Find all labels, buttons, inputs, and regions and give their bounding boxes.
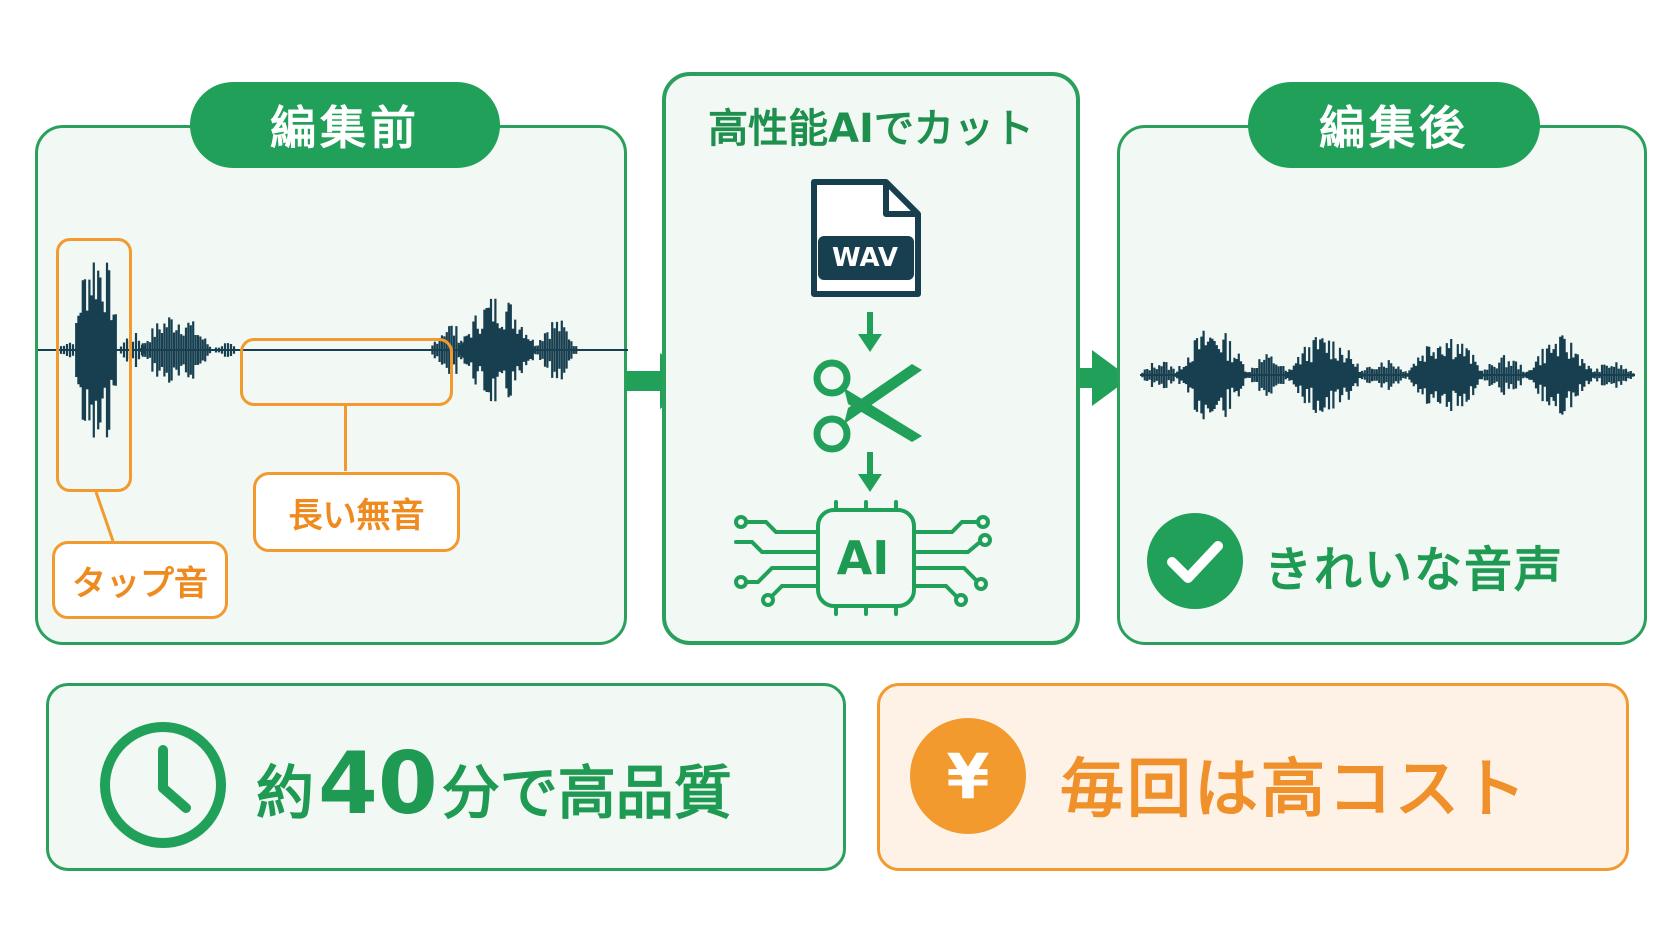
silence-connector	[344, 405, 347, 471]
scissors-icon	[813, 359, 922, 453]
tap-sound-label: タップ音	[52, 541, 228, 619]
ai-cut-title: 高性能AIでカット	[708, 106, 1034, 152]
time-suffix: 分で高品質	[441, 759, 732, 827]
yen-symbol: ¥	[946, 739, 990, 813]
time-prefix: 約	[256, 759, 315, 827]
ai-chip-icon	[734, 500, 992, 616]
wav-file-icon	[811, 179, 921, 297]
check-icon	[1147, 513, 1243, 609]
ai-chip-label: AI	[836, 531, 890, 585]
cost-label: 毎回は高コスト	[1060, 753, 1529, 827]
after-title: 編集後	[1248, 82, 1540, 168]
after-waveform	[1140, 330, 1635, 420]
ai-cut-panel	[662, 72, 1080, 645]
before-title: 編集前	[190, 82, 500, 168]
clock-icon	[100, 722, 226, 848]
arrow-down-icon	[858, 452, 882, 492]
tap-connector	[94, 491, 115, 542]
arrow-down-icon	[858, 312, 882, 352]
wav-file-label: WAV	[832, 243, 898, 273]
clean-audio-label: きれいな音声	[1264, 542, 1565, 598]
silence-highlight-box	[240, 338, 453, 406]
time-number: 40	[318, 734, 438, 834]
time-quality-label: 約 40 分で高品質	[256, 734, 732, 834]
yen-icon	[910, 718, 1026, 834]
tap-highlight-box	[56, 238, 132, 492]
long-silence-label: 長い無音	[253, 472, 460, 552]
